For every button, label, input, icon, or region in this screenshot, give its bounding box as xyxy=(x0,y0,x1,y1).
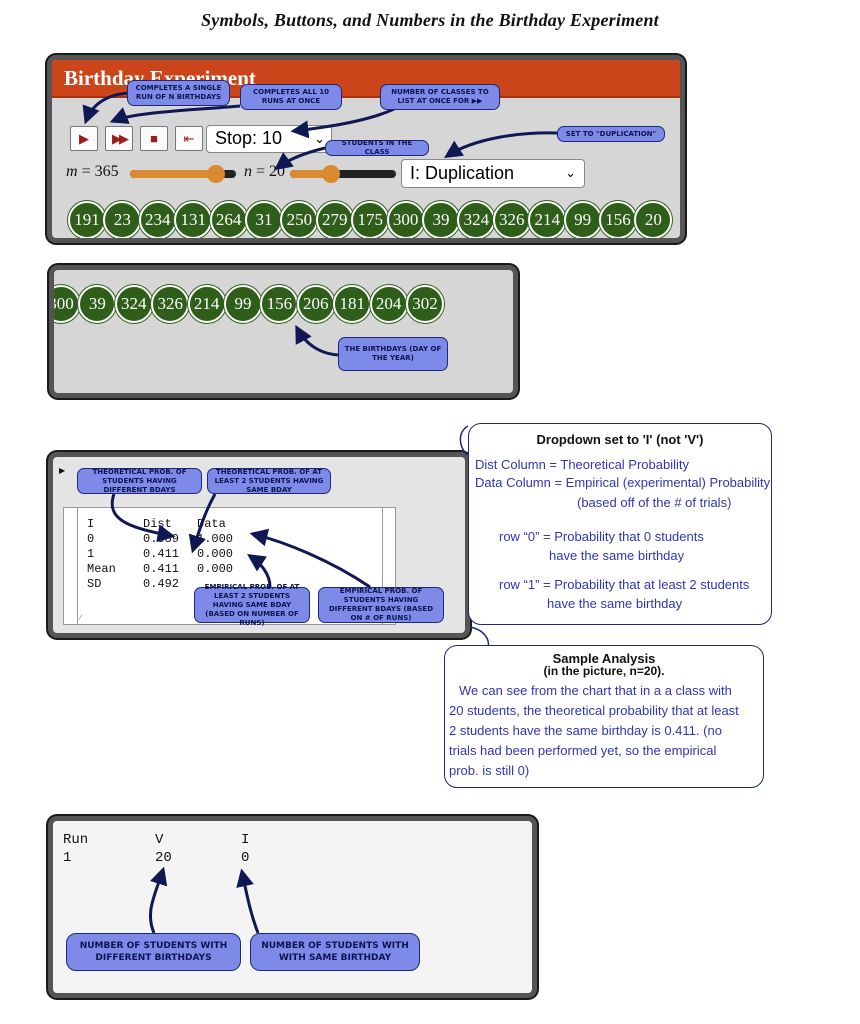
callout-all-runs: Completes all 10 runs at once xyxy=(240,84,342,110)
birthday-circle: 279 xyxy=(315,201,354,238)
birthday-circle: 39 xyxy=(422,201,460,238)
birthday-circle: 234 xyxy=(138,201,177,238)
birthday-circle: 20 xyxy=(634,201,673,238)
n-label: n = 20 xyxy=(244,163,286,180)
birthday-circle: 175 xyxy=(351,201,390,238)
callout-students: Students in the class xyxy=(325,139,429,156)
chevron-down-icon: ⌄ xyxy=(565,165,576,180)
birthday-circle: 31 xyxy=(245,201,283,238)
fast-forward-icon: ▶▶ xyxy=(112,131,129,146)
birthday-circle: 156 xyxy=(599,201,637,238)
birthday-circle: 99 xyxy=(224,285,262,323)
birthday-circle: 214 xyxy=(187,285,226,323)
callout-theoretical-different: Theoretical prob. of students having dif… xyxy=(77,468,202,494)
m-slider[interactable] xyxy=(130,165,236,183)
callout-theoretical-same: Theoretical prob. of at least 2 students… xyxy=(207,468,331,494)
callout-empirical-different: Empirical prob. of students having diffe… xyxy=(318,587,444,623)
birthday-circle: 99 xyxy=(563,201,602,238)
fast-forward-button[interactable]: ▶▶ xyxy=(105,126,133,151)
birthday-circle: 300 xyxy=(54,285,80,323)
dropdown-note: Dropdown set to 'I' (not 'V') Dist Colum… xyxy=(468,423,772,625)
callout-empirical-same: Empirical prob. of at least 2 students h… xyxy=(194,583,310,627)
n-slider-knob[interactable] xyxy=(322,165,340,183)
play-icon: ▶ xyxy=(79,131,89,146)
callout-single-run: Completes a single run of n birthdays xyxy=(127,80,230,106)
birthday-circle: 191 xyxy=(68,201,106,238)
chevron-down-icon: ⌄ xyxy=(314,131,325,146)
birthday-circle: 300 xyxy=(386,201,425,238)
callout-birthdays: The birthdays (day of the year) xyxy=(338,337,448,371)
birthday-circle: 214 xyxy=(528,201,567,238)
birthday-circle: 326 xyxy=(151,285,190,323)
birthday-circle: 302 xyxy=(406,285,444,323)
birthday-circle: 23 xyxy=(103,201,142,238)
m-slider-knob[interactable] xyxy=(207,165,225,183)
stop-icon: ■ xyxy=(150,131,158,146)
callout-classes: Number of classes to list at once for ▶▶ xyxy=(380,84,500,110)
birthday-circle: 324 xyxy=(457,201,496,238)
birthday-circle: 181 xyxy=(333,285,372,323)
callout-duplication: Set to "Duplication" xyxy=(557,126,665,142)
n-slider[interactable] xyxy=(290,165,396,183)
note-connector xyxy=(459,425,469,456)
birthday-circle: 156 xyxy=(260,285,299,323)
birthday-circle: 131 xyxy=(174,201,213,238)
callout-different-birthdays: Number of students with different birthd… xyxy=(66,933,241,971)
birthday-circle: 39 xyxy=(78,285,117,323)
m-label: m = 365 xyxy=(66,163,119,180)
birthday-circle: 324 xyxy=(114,285,153,323)
play-button[interactable]: ▶ xyxy=(70,126,98,151)
stop-button[interactable]: ■ xyxy=(140,126,168,151)
resize-grip-icon[interactable]: ∕ xyxy=(80,613,82,622)
distribution-select[interactable]: I: Duplication ⌄ xyxy=(401,159,585,188)
triangle-icon: ▶ xyxy=(59,466,66,475)
birthday-circle: 264 xyxy=(209,201,248,238)
birthday-circle: 326 xyxy=(492,201,531,238)
reset-button[interactable]: ⇤ xyxy=(175,126,203,151)
birthday-circle: 206 xyxy=(296,285,335,323)
birthday-circle: 250 xyxy=(280,201,319,238)
page-title: Symbols, Buttons, and Numbers in the Bir… xyxy=(201,10,659,30)
stop-select[interactable]: Stop: 10 ⌄ xyxy=(206,125,332,153)
step-back-icon: ⇤ xyxy=(183,131,195,146)
sample-analysis-note: Sample Analysis (in the picture, n=20). … xyxy=(444,645,764,788)
callout-same-birthday: Number of students with with same birthd… xyxy=(250,933,420,971)
birthday-circle: 204 xyxy=(369,285,408,323)
